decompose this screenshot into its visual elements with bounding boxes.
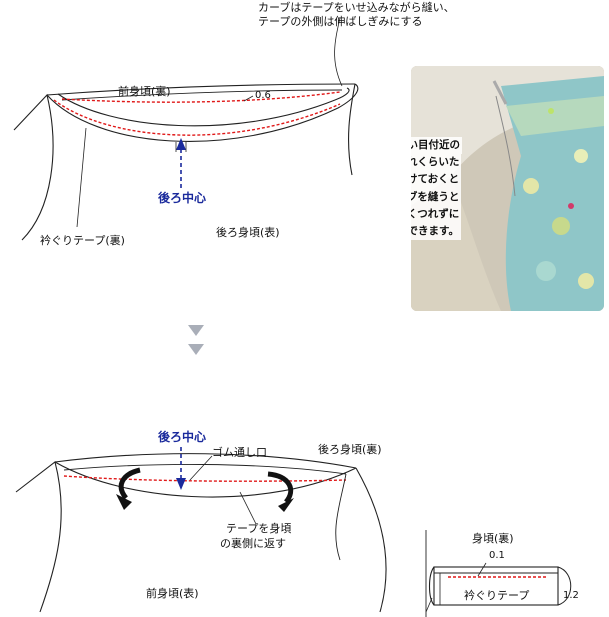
top-body-right-edge xyxy=(348,83,356,176)
photo-note-line: わませてつけておくと xyxy=(411,171,462,189)
bottom-neck-inner xyxy=(63,463,347,475)
fold-note-leader xyxy=(239,491,257,525)
top-note-leader xyxy=(334,17,343,87)
photo-note-line: 特に肩の縫い目付近の xyxy=(411,137,462,155)
photo-note-line: テープはこれくらいた xyxy=(411,154,462,172)
elastic-opening-label: ゴム通し口 xyxy=(212,446,267,459)
elastic-opening-leader xyxy=(189,455,213,481)
fold-note-line2: の裏側に返す xyxy=(220,537,286,550)
turn-arrow-right xyxy=(267,471,293,504)
top-note-line1: カーブはテープをいせ込みながら縫い、 xyxy=(258,1,455,14)
cross-section-width-bracket xyxy=(557,566,572,606)
top-back-center-label: 後ろ中心 xyxy=(158,191,207,205)
top-stitch-line-lower xyxy=(53,99,341,136)
step-down-arrow-icon xyxy=(188,325,204,336)
cross-section-tape xyxy=(433,566,559,606)
top-tape-leader xyxy=(76,127,87,228)
top-note-line2: テープの外側は伸ばしぎみにする xyxy=(258,15,423,28)
fold-note-line1: テープを身頃 xyxy=(226,522,292,535)
cross-section-body-label: 身頃(裏) xyxy=(472,532,514,545)
cross-section-fold-left xyxy=(428,566,435,606)
top-tape-outer-curve xyxy=(46,83,359,142)
photo-note-line: 縫うことができます。 xyxy=(411,223,461,241)
cross-section-width-label: 1.2 xyxy=(563,590,579,601)
top-body-left-edge xyxy=(13,93,54,241)
neckline-tape-inside-label: 衿ぐりテープ(裏) xyxy=(40,234,125,247)
photo-note-line: 外側のカーブを縫うと xyxy=(411,188,462,206)
back-body-inside-label: 後ろ身頃(裏) xyxy=(318,443,382,456)
sewing-photo: 特に肩の縫い目付近の テープはこれくらいた わませてつけておくと 外側のカーブを… xyxy=(411,66,604,311)
top-seam-allowance-label: 0.6 xyxy=(255,90,271,101)
step-down-arrow-icon xyxy=(188,344,204,355)
front-body-inside-label: 前身頃(裏) xyxy=(118,85,171,98)
photo-note: 特に肩の縫い目付近の テープはこれくらいた わませてつけておくと 外側のカーブを… xyxy=(411,137,462,241)
photo-note-line: き、無理なくつれずに xyxy=(411,205,462,224)
cross-section-seam-label: 0.1 xyxy=(489,550,505,561)
back-body-outside-label: 後ろ身頃(表) xyxy=(216,226,280,239)
bottom-neck-edge xyxy=(54,453,357,469)
bottom-body-left-edge xyxy=(15,461,62,613)
bottom-stitch-line xyxy=(63,475,347,482)
top-neck-edge xyxy=(46,83,356,96)
turn-arrow-left xyxy=(118,467,141,500)
top-seam-leader xyxy=(243,95,254,102)
top-tape-inner-curve xyxy=(57,87,350,127)
cross-section-seam-leader xyxy=(477,562,487,577)
bottom-back-center-arrowhead xyxy=(176,478,186,490)
bottom-body-right-edge xyxy=(355,467,387,613)
top-back-center-arrowhead xyxy=(176,138,186,150)
front-body-outside-label: 前身頃(表) xyxy=(146,587,199,600)
bottom-back-center-label: 後ろ中心 xyxy=(158,430,207,444)
top-neck-edge-inner xyxy=(61,89,343,101)
bottom-neck-outer xyxy=(54,461,357,498)
cross-section-tape-label: 衿ぐりテープ xyxy=(464,589,530,602)
